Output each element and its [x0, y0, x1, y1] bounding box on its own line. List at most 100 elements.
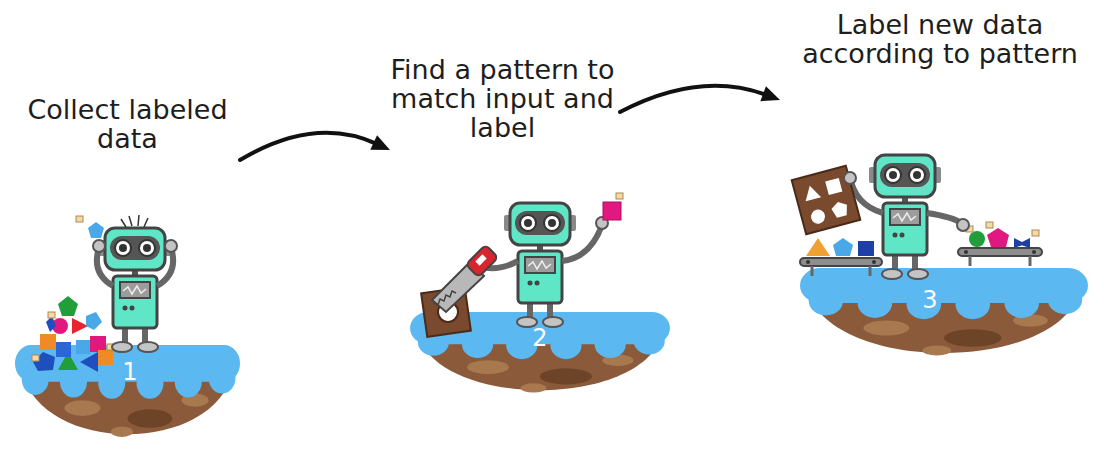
robot-collector — [165, 240, 177, 252]
flying-pentagon — [88, 222, 104, 238]
conveyor-right — [958, 248, 1042, 256]
conveyor-left — [872, 260, 876, 264]
conveyor-left — [800, 258, 882, 266]
robot-hand — [844, 172, 856, 184]
shape-sorter-board — [792, 166, 861, 235]
robot-labeler — [957, 219, 969, 231]
magenta-cube — [603, 193, 623, 220]
island-part — [634, 327, 665, 355]
saw-and-board — [421, 245, 498, 337]
flying-pentagon — [108, 235, 130, 246]
shape-pile — [107, 344, 114, 350]
island-part — [956, 289, 991, 319]
flow-arrow — [240, 133, 377, 160]
island-part — [550, 332, 581, 360]
robot-trainer — [478, 203, 608, 327]
island-part — [858, 288, 893, 318]
shape-pile — [72, 318, 88, 334]
conveyor-right — [958, 222, 1042, 266]
shape-pile — [76, 340, 90, 354]
shape-pile — [86, 312, 102, 330]
flying-pentagon — [76, 216, 130, 246]
step-number: 3 — [910, 285, 950, 315]
saw-and-board — [475, 254, 486, 265]
shape-sorter-board — [802, 184, 821, 202]
island-part — [22, 363, 49, 395]
island-part — [922, 346, 951, 356]
step-number: 1 — [110, 357, 150, 387]
island-part — [137, 367, 164, 399]
shape-pile — [90, 336, 106, 352]
shape-pile — [80, 352, 98, 372]
island-part — [521, 383, 547, 392]
shape-pile — [56, 342, 71, 357]
conveyor-right — [966, 226, 973, 232]
saw-and-board — [432, 262, 484, 312]
step-node: Collect labeled data 1 — [0, 90, 240, 450]
island-platform — [800, 268, 1088, 368]
island-part — [944, 329, 1002, 347]
shape-pile — [98, 350, 113, 365]
conveyor-left — [811, 266, 814, 276]
island-part — [540, 368, 592, 384]
conveyor-left — [833, 238, 853, 256]
step-node: Label new data according to pattern 3 — [780, 10, 1100, 370]
conveyor-right — [1018, 238, 1030, 248]
robot-labeler — [869, 155, 941, 279]
robot-collector — [97, 248, 113, 286]
saw-and-board — [421, 287, 471, 337]
step-caption: Find a pattern to match input and label — [390, 55, 615, 142]
step-caption: Collect labeled data — [15, 95, 240, 153]
robot-trainer — [562, 225, 602, 261]
flow-arrow — [620, 86, 767, 112]
island-part — [800, 268, 1088, 303]
island-part — [175, 366, 202, 398]
robot-trainer — [596, 217, 608, 229]
shape-pile — [40, 334, 56, 350]
conveyor-right — [964, 250, 968, 254]
robot-collector — [93, 215, 177, 352]
conveyor-left — [869, 266, 872, 276]
saw-and-board — [438, 302, 458, 322]
shape-pile — [46, 316, 56, 332]
shape-pile — [33, 352, 55, 371]
shape-pile — [48, 312, 55, 318]
island-part — [595, 330, 626, 358]
magenta-cube — [616, 193, 623, 199]
shape-sorter-board — [825, 178, 842, 195]
robot-labeler — [850, 177, 883, 213]
conveyor-left — [858, 241, 874, 256]
shape-sorter-board — [830, 200, 849, 219]
conveyor-right — [969, 256, 972, 266]
magenta-cube — [603, 202, 621, 220]
robot-collector — [99, 228, 171, 352]
island-part — [1048, 284, 1083, 314]
robot-trainer — [478, 261, 518, 268]
conveyor-right — [1014, 238, 1026, 248]
robot-collector — [93, 240, 105, 252]
shape-pile — [58, 352, 78, 370]
flying-pentagon — [76, 216, 83, 222]
robot-trainer — [504, 203, 576, 327]
step-node: Find a pattern to match input and label2 — [390, 55, 620, 400]
saw-and-board — [434, 291, 456, 305]
conveyor-left — [806, 260, 810, 264]
island-part — [462, 330, 493, 358]
conveyor-right — [1029, 256, 1032, 266]
shape-pile — [58, 296, 78, 316]
saw-and-board — [466, 245, 499, 278]
robot-collector — [157, 248, 173, 286]
conveyor-left — [806, 238, 830, 256]
island-part — [209, 362, 236, 394]
island-part — [809, 286, 844, 316]
shape-pile — [32, 296, 114, 372]
island-part — [128, 409, 173, 427]
conveyor-right — [969, 231, 985, 247]
arrow-head — [760, 86, 780, 101]
shape-pile — [32, 355, 39, 361]
step-caption: Label new data according to pattern — [790, 10, 1090, 68]
robot-labeler — [927, 213, 961, 223]
island-part — [418, 328, 449, 356]
